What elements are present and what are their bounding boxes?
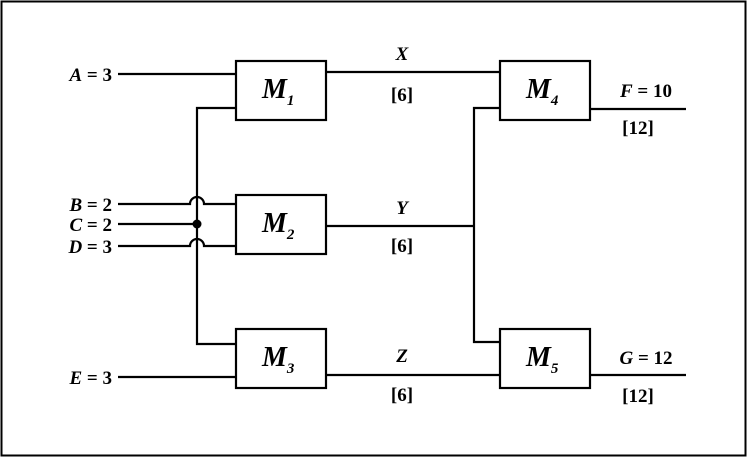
input-d-label: D = 3 bbox=[67, 237, 112, 258]
signal-y-width: [6] bbox=[391, 236, 413, 257]
module-m2-label: M2 bbox=[261, 208, 295, 243]
input-a-label: A = 3 bbox=[68, 65, 112, 86]
signal-z-width: [6] bbox=[391, 385, 413, 406]
module-m5 bbox=[498, 327, 592, 390]
module-m4 bbox=[498, 59, 592, 122]
bus-y bbox=[472, 106, 500, 344]
module-m1 bbox=[234, 59, 328, 122]
signal-y-name: Y bbox=[396, 198, 410, 219]
output-f-width: [12] bbox=[622, 118, 654, 139]
output-g-label: G = 12 bbox=[619, 348, 672, 369]
input-e-label: E = 3 bbox=[68, 368, 112, 389]
input-b-label: B = 2 bbox=[68, 195, 112, 216]
module-m5-label: M5 bbox=[525, 342, 559, 377]
module-m3-label: M3 bbox=[261, 342, 295, 377]
module-m1-label: M1 bbox=[261, 74, 294, 109]
signal-z-name: Z bbox=[395, 346, 408, 367]
output-g-width: [12] bbox=[622, 386, 654, 407]
junction-dot-c bbox=[192, 219, 202, 229]
signal-x-name: X bbox=[395, 44, 410, 65]
input-c-label: C = 2 bbox=[69, 215, 112, 236]
module-m2 bbox=[234, 193, 328, 256]
module-m3 bbox=[234, 327, 328, 390]
module-m4-label: M4 bbox=[525, 74, 559, 109]
output-f-label: F = 10 bbox=[619, 81, 672, 102]
signal-x-width: [6] bbox=[391, 85, 413, 106]
